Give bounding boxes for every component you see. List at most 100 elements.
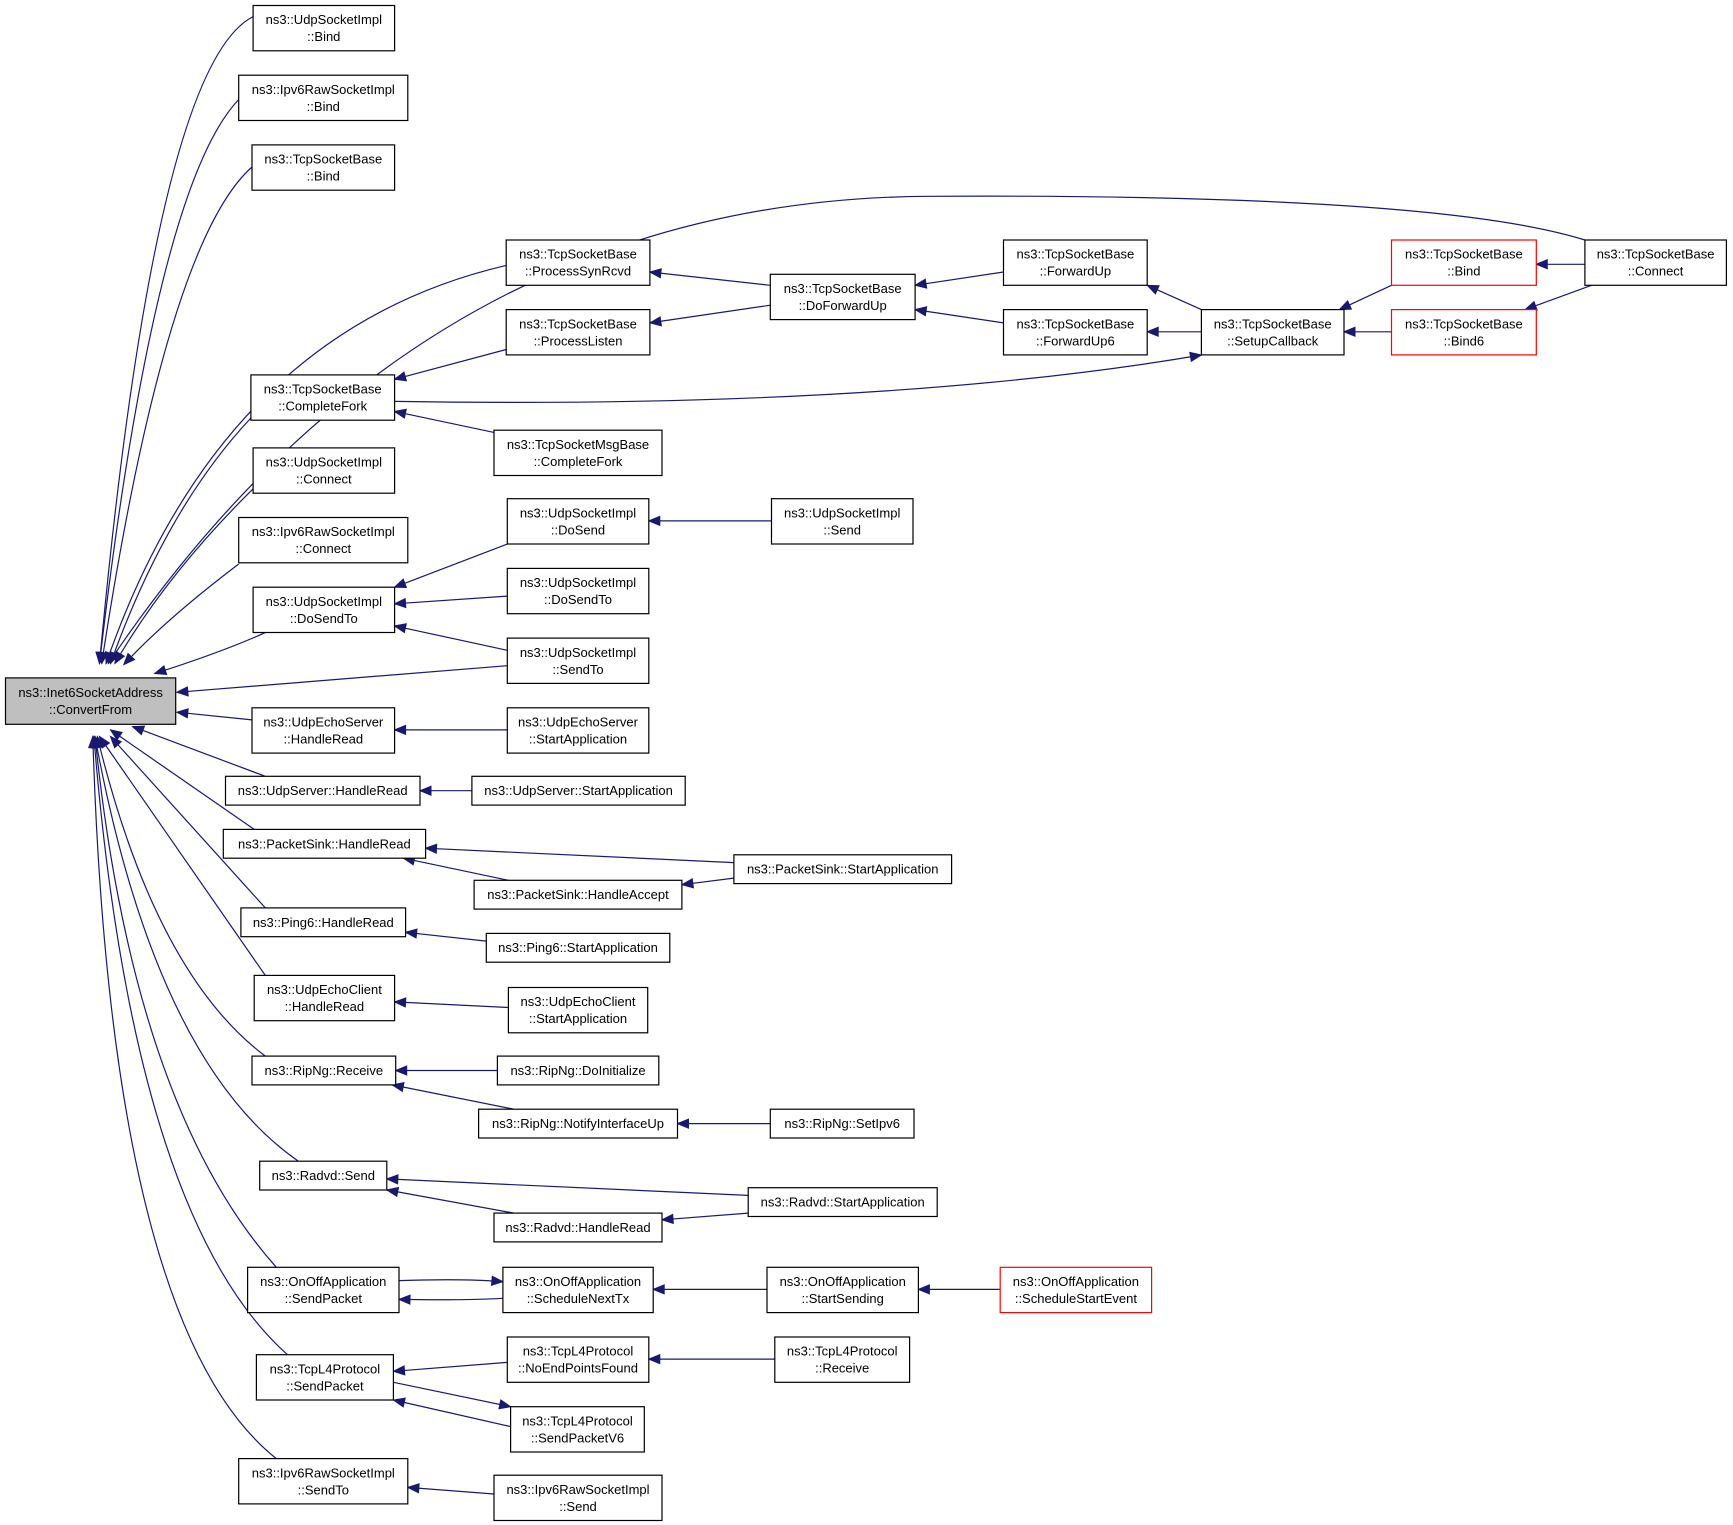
- node-tcp_bind[interactable]: ns3::TcpSocketBase::Bind: [251, 144, 396, 191]
- node-box[interactable]: [502, 1266, 654, 1314]
- node-box[interactable]: [224, 775, 421, 806]
- node-ip6raw_send[interactable]: ns3::Ipv6RawSocketImpl::Send: [493, 1474, 663, 1522]
- node-ping6_read[interactable]: ns3::Ping6::HandleRead: [240, 907, 407, 938]
- node-box[interactable]: [496, 1055, 660, 1086]
- node-ping6_start[interactable]: ns3::Ping6::StartApplication: [485, 932, 671, 963]
- node-box[interactable]: [506, 637, 650, 684]
- node-box[interactable]: [506, 1336, 650, 1383]
- node-box[interactable]: [252, 4, 396, 52]
- node-box[interactable]: [506, 567, 650, 615]
- node-box[interactable]: [507, 986, 649, 1034]
- node-box[interactable]: [253, 974, 396, 1022]
- node-box[interactable]: [1002, 309, 1148, 356]
- node-ripng_doinit[interactable]: ns3::RipNg::DoInitialize: [496, 1055, 660, 1086]
- node-ip6raw_sendto[interactable]: ns3::Ipv6RawSocketImpl::SendTo: [238, 1457, 409, 1505]
- node-udp_dosendto[interactable]: ns3::UdpSocketImpl::DoSendTo: [252, 586, 396, 634]
- node-box[interactable]: [505, 309, 651, 356]
- node-tcp_bind6_red[interactable]: ns3::TcpSocketBase::Bind6: [1390, 309, 1537, 356]
- node-box[interactable]: [247, 1266, 400, 1314]
- node-box[interactable]: [1584, 239, 1728, 286]
- node-box[interactable]: [999, 1266, 1153, 1314]
- node-box[interactable]: [251, 144, 396, 191]
- node-udp_sendto[interactable]: ns3::UdpSocketImpl::SendTo: [506, 637, 650, 684]
- node-box[interactable]: [733, 854, 953, 885]
- node-ip6raw_bind[interactable]: ns3::Ipv6RawSocketImpl::Bind: [238, 74, 409, 122]
- node-box[interactable]: [222, 828, 427, 859]
- node-box[interactable]: [747, 1187, 938, 1218]
- node-onoff_schedule[interactable]: ns3::OnOffApplication::ScheduleNextTx: [502, 1266, 654, 1314]
- node-box[interactable]: [769, 1108, 915, 1139]
- node-tcpl4_sendv6[interactable]: ns3::TcpL4Protocol::SendPacketV6: [510, 1406, 645, 1453]
- node-tcpl4_noend[interactable]: ns3::TcpL4Protocol::NoEndPointsFound: [506, 1336, 650, 1383]
- node-box[interactable]: [506, 498, 650, 545]
- node-ripng_receive[interactable]: ns3::RipNg::Receive: [251, 1055, 397, 1086]
- node-tcp_setupcb[interactable]: ns3::TcpSocketBase::SetupCallback: [1200, 309, 1345, 356]
- node-box[interactable]: [510, 1406, 645, 1453]
- node-ripng_notify[interactable]: ns3::RipNg::NotifyInterfaceUp: [478, 1108, 679, 1139]
- node-box[interactable]: [259, 1160, 388, 1191]
- node-box[interactable]: [770, 498, 914, 545]
- node-udp_dosendto2[interactable]: ns3::UdpSocketImpl::DoSendTo: [506, 567, 650, 615]
- node-box[interactable]: [255, 1354, 394, 1401]
- node-box[interactable]: [238, 516, 409, 564]
- node-box[interactable]: [485, 932, 671, 963]
- node-box[interactable]: [1390, 239, 1537, 286]
- node-tcp_forwardup[interactable]: ns3::TcpSocketBase::ForwardUp: [1002, 239, 1148, 286]
- node-tcp_complete[interactable]: ns3::TcpSocketBase::CompleteFork: [250, 374, 396, 421]
- node-udp_bind[interactable]: ns3::UdpSocketImpl::Bind: [252, 4, 396, 52]
- node-sink_read[interactable]: ns3::PacketSink::HandleRead: [222, 828, 427, 859]
- node-box[interactable]: [774, 1336, 911, 1383]
- node-tcp_bind_red[interactable]: ns3::TcpSocketBase::Bind: [1390, 239, 1537, 286]
- node-box[interactable]: [769, 273, 916, 321]
- node-ripng_setipv6[interactable]: ns3::RipNg::SetIpv6: [769, 1108, 915, 1139]
- node-box[interactable]: [238, 1457, 409, 1505]
- node-box[interactable]: [766, 1266, 919, 1314]
- node-box[interactable]: [506, 707, 650, 754]
- node-udpserver_start[interactable]: ns3::UdpServer::StartApplication: [471, 775, 686, 806]
- node-tcp_doforward[interactable]: ns3::TcpSocketBase::DoForwardUp: [769, 273, 916, 321]
- node-box[interactable]: [493, 1474, 663, 1522]
- node-box[interactable]: [240, 907, 407, 938]
- node-box[interactable]: [473, 879, 683, 910]
- node-radvd_read[interactable]: ns3::Radvd::HandleRead: [493, 1212, 663, 1243]
- node-echoclient_read[interactable]: ns3::UdpEchoClient::HandleRead: [253, 974, 396, 1022]
- node-box[interactable]: [252, 447, 396, 494]
- node-echoserver_start[interactable]: ns3::UdpEchoServer::StartApplication: [506, 707, 650, 754]
- node-udp_send[interactable]: ns3::UdpSocketImpl::Send: [770, 498, 914, 545]
- node-radvd_start[interactable]: ns3::Radvd::StartApplication: [747, 1187, 938, 1218]
- node-ip6raw_connect[interactable]: ns3::Ipv6RawSocketImpl::Connect: [238, 516, 409, 564]
- node-box[interactable]: [251, 707, 396, 754]
- node-radvd_send[interactable]: ns3::Radvd::Send: [259, 1160, 388, 1191]
- node-echoserver_read[interactable]: ns3::UdpEchoServer::HandleRead: [251, 707, 396, 754]
- node-echoclient_start[interactable]: ns3::UdpEchoClient::StartApplication: [507, 986, 649, 1034]
- node-sink_start[interactable]: ns3::PacketSink::StartApplication: [733, 854, 953, 885]
- node-box[interactable]: [505, 239, 651, 286]
- node-box[interactable]: [251, 1055, 397, 1086]
- node-box[interactable]: [1002, 239, 1148, 286]
- node-box[interactable]: [1200, 309, 1345, 356]
- node-udp_connect[interactable]: ns3::UdpSocketImpl::Connect: [252, 447, 396, 494]
- node-box[interactable]: [478, 1108, 679, 1139]
- node-tcp_processlisten[interactable]: ns3::TcpSocketBase::ProcessListen: [505, 309, 651, 356]
- node-onoff_sendpacket[interactable]: ns3::OnOffApplication::SendPacket: [247, 1266, 400, 1314]
- node-tcp_forwardup6[interactable]: ns3::TcpSocketBase::ForwardUp6: [1002, 309, 1148, 356]
- node-box[interactable]: [1390, 309, 1537, 356]
- node-onoff_schedstart[interactable]: ns3::OnOffApplication::ScheduleStartEven…: [999, 1266, 1153, 1314]
- node-sink_accept[interactable]: ns3::PacketSink::HandleAccept: [473, 879, 683, 910]
- node-box[interactable]: [471, 775, 686, 806]
- node-udp_dosend[interactable]: ns3::UdpSocketImpl::DoSend: [506, 498, 650, 545]
- node-tcp_connect[interactable]: ns3::TcpSocketBase::Connect: [1584, 239, 1728, 286]
- node-udpserver_read[interactable]: ns3::UdpServer::HandleRead: [224, 775, 421, 806]
- node-tcpl4_receive[interactable]: ns3::TcpL4Protocol::Receive: [774, 1336, 911, 1383]
- node-box[interactable]: [493, 429, 663, 477]
- node-tcpmsg_complete[interactable]: ns3::TcpSocketMsgBase::CompleteFork: [493, 429, 663, 477]
- node-box[interactable]: [250, 374, 396, 421]
- node-box[interactable]: [4, 677, 177, 725]
- node-tcp_processsyn[interactable]: ns3::TcpSocketBase::ProcessSynRcvd: [505, 239, 651, 286]
- node-tcpl4_sendpacket[interactable]: ns3::TcpL4Protocol::SendPacket: [255, 1354, 394, 1401]
- node-root[interactable]: ns3::Inet6SocketAddress::ConvertFrom: [4, 677, 177, 725]
- node-onoff_startsending[interactable]: ns3::OnOffApplication::StartSending: [766, 1266, 919, 1314]
- node-box[interactable]: [238, 74, 409, 122]
- node-box[interactable]: [252, 586, 396, 634]
- node-box[interactable]: [493, 1212, 663, 1243]
